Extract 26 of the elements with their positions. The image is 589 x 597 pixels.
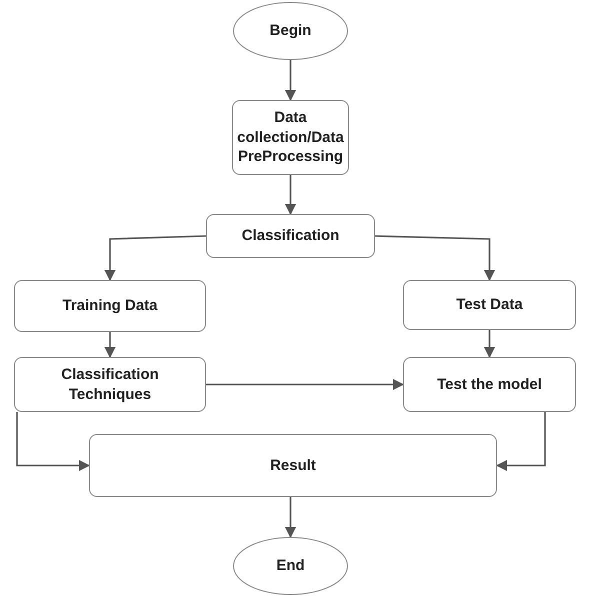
arrow: [284, 497, 296, 538]
process-box: [89, 434, 497, 497]
arrow: [104, 332, 116, 358]
node-label: Training Data: [62, 296, 158, 316]
arrow: [16, 412, 90, 472]
process-box: [14, 357, 206, 412]
arrow: [496, 412, 546, 472]
arrow: [206, 378, 404, 390]
arrow: [484, 330, 496, 358]
node-label: Data collection/Data PreProcessing: [237, 108, 344, 167]
arrow: [284, 60, 296, 102]
node-label: Result: [270, 456, 316, 476]
node-label: Classification: [242, 226, 340, 246]
process-box: [403, 280, 576, 330]
process-box: [403, 357, 576, 412]
node-label: Classification Techniques: [60, 365, 160, 404]
node-label: Test Data: [456, 295, 523, 315]
process-box: [232, 100, 349, 175]
node-label: Begin: [270, 21, 312, 41]
arrow: [374, 235, 496, 282]
node-label: Test the model: [437, 374, 542, 394]
process-box: [206, 214, 375, 258]
process-box: [14, 280, 206, 332]
arrow: [284, 175, 296, 216]
arrow: [104, 235, 206, 282]
node-label: End: [276, 556, 305, 576]
